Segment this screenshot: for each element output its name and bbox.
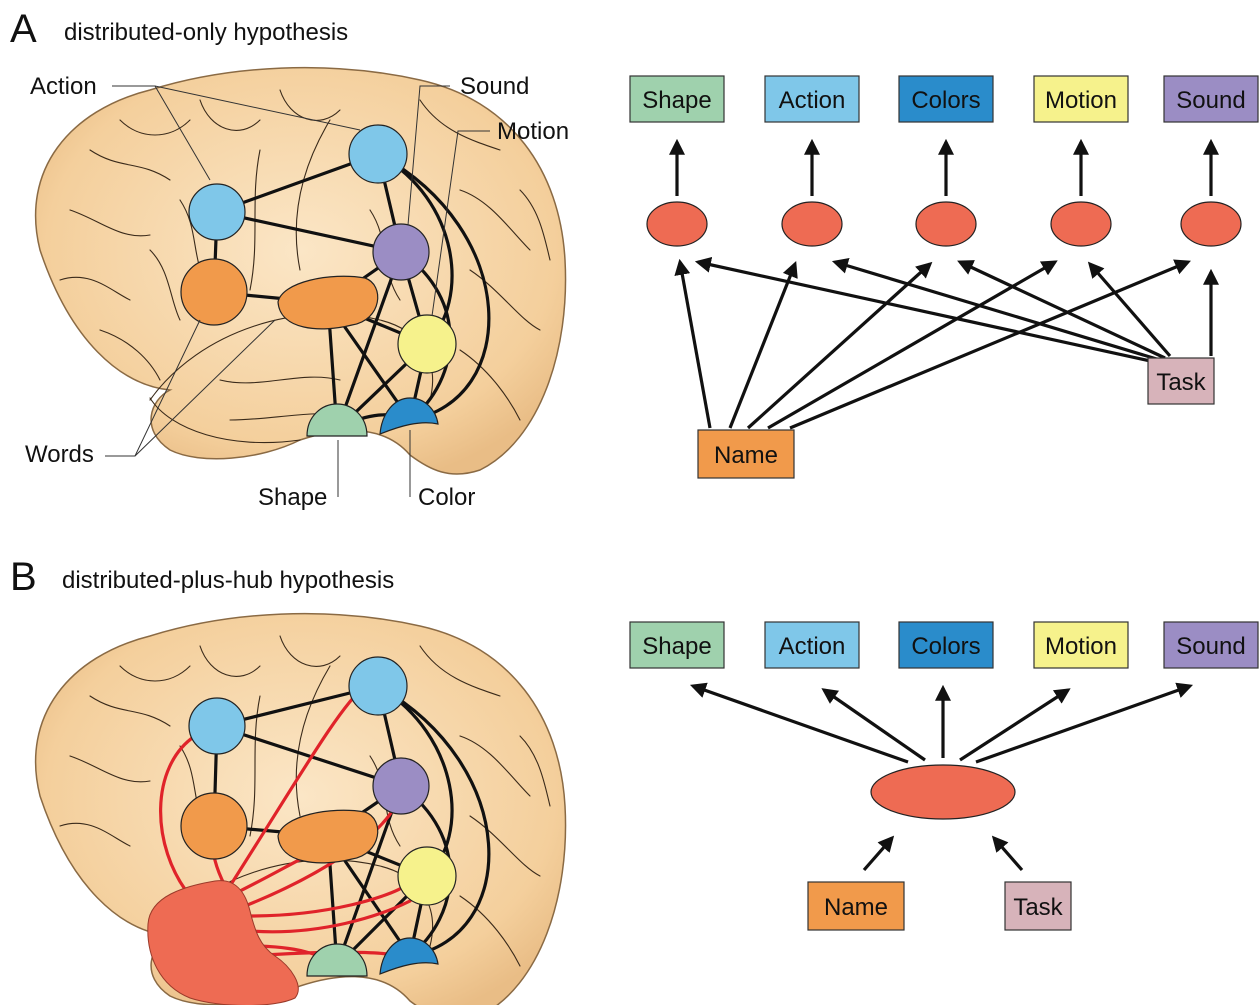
arrows-up-a [669, 138, 1219, 196]
label-color: Color [418, 484, 475, 511]
arrows-from-task-a [694, 256, 1219, 364]
node-action-a [188, 183, 246, 241]
node-action-b-upper [348, 656, 408, 716]
panel-b: B distributed-plus-hub hypothesis [10, 555, 1259, 1005]
node-action-b [188, 697, 246, 755]
box-task-a-label: Task [1156, 369, 1206, 396]
box-colors-b-label: Colors [911, 633, 980, 660]
box-task-a [1147, 357, 1215, 405]
label-words: Words [25, 441, 94, 468]
brain-outline [34, 66, 567, 475]
box-shape-a-label: Shape [642, 87, 711, 114]
node-words-b-frontal [180, 792, 248, 860]
label-shape: Shape [258, 484, 327, 511]
box-action-b [764, 621, 860, 669]
box-colors-a [898, 75, 994, 123]
node-sound-b [372, 757, 430, 815]
diagram-b: Shape Action Colors Motion Sound [629, 621, 1259, 931]
box-action-a [764, 75, 860, 123]
box-sound-b-label: Sound [1176, 633, 1245, 660]
node-motion-a [397, 314, 457, 374]
arrows-from-name-a [674, 258, 1191, 430]
box-motion-b-label: Motion [1045, 633, 1117, 660]
panel-letter-a: A [10, 7, 37, 51]
arrows-into-hub-b [862, 835, 1024, 872]
box-motion-a-label: Motion [1045, 87, 1117, 114]
panel-title-b: distributed-plus-hub hypothesis [62, 567, 394, 594]
box-shape-a [629, 75, 725, 123]
brain-outline-b [34, 612, 567, 1005]
sulci [59, 89, 551, 421]
label-motion: Motion [497, 118, 569, 145]
label-action: Action [30, 73, 97, 100]
box-action-a-label: Action [779, 87, 846, 114]
node-action-a-upper [348, 124, 408, 184]
node-shape-a [306, 403, 368, 437]
panel-letter-b: B [10, 555, 37, 599]
panel-a: A distributed-only hypothesis [10, 7, 1259, 511]
box-name-a [697, 429, 795, 479]
box-sound-b [1163, 621, 1259, 669]
output-boxes-b: Shape Action Colors Motion Sound [629, 621, 1259, 669]
box-name-b-label: Name [824, 894, 888, 921]
box-sound-a [1163, 75, 1259, 123]
node-shape-b [306, 943, 368, 977]
box-shape-b-label: Shape [642, 633, 711, 660]
box-name-a-label: Name [714, 442, 778, 469]
hub-region-b [147, 880, 299, 1005]
panel-title-a: distributed-only hypothesis [64, 19, 348, 46]
label-sound: Sound [460, 73, 529, 100]
node-words-b-temporal [277, 809, 379, 864]
box-task-b [1004, 881, 1072, 931]
box-motion-a [1033, 75, 1129, 123]
output-boxes-a: Shape Action Colors Motion Sound [629, 75, 1259, 123]
diagram-a: Shape Action Colors Motion Sound [629, 75, 1259, 479]
arrows-hub-out-b [689, 682, 1194, 764]
node-motion-b [397, 846, 457, 906]
box-colors-a-label: Colors [911, 87, 980, 114]
node-words-a-frontal [180, 258, 248, 326]
node-color-a [379, 397, 439, 435]
box-shape-b [629, 621, 725, 669]
spoke-ellipses-a [646, 201, 1242, 247]
box-sound-a-label: Sound [1176, 87, 1245, 114]
node-words-a-temporal [277, 275, 379, 330]
brain-a: Action Sound Motion Words Shape Color [25, 66, 569, 511]
box-colors-b [898, 621, 994, 669]
box-name-b [807, 881, 905, 931]
node-color-b [379, 937, 439, 975]
hub-node-b [870, 764, 1016, 820]
sulci-b [59, 635, 551, 967]
box-task-b-label: Task [1013, 894, 1063, 921]
box-action-b-label: Action [779, 633, 846, 660]
brain-a-leaders [105, 85, 490, 497]
box-motion-b [1033, 621, 1129, 669]
brain-b [34, 612, 567, 1005]
node-sound-a [372, 223, 430, 281]
